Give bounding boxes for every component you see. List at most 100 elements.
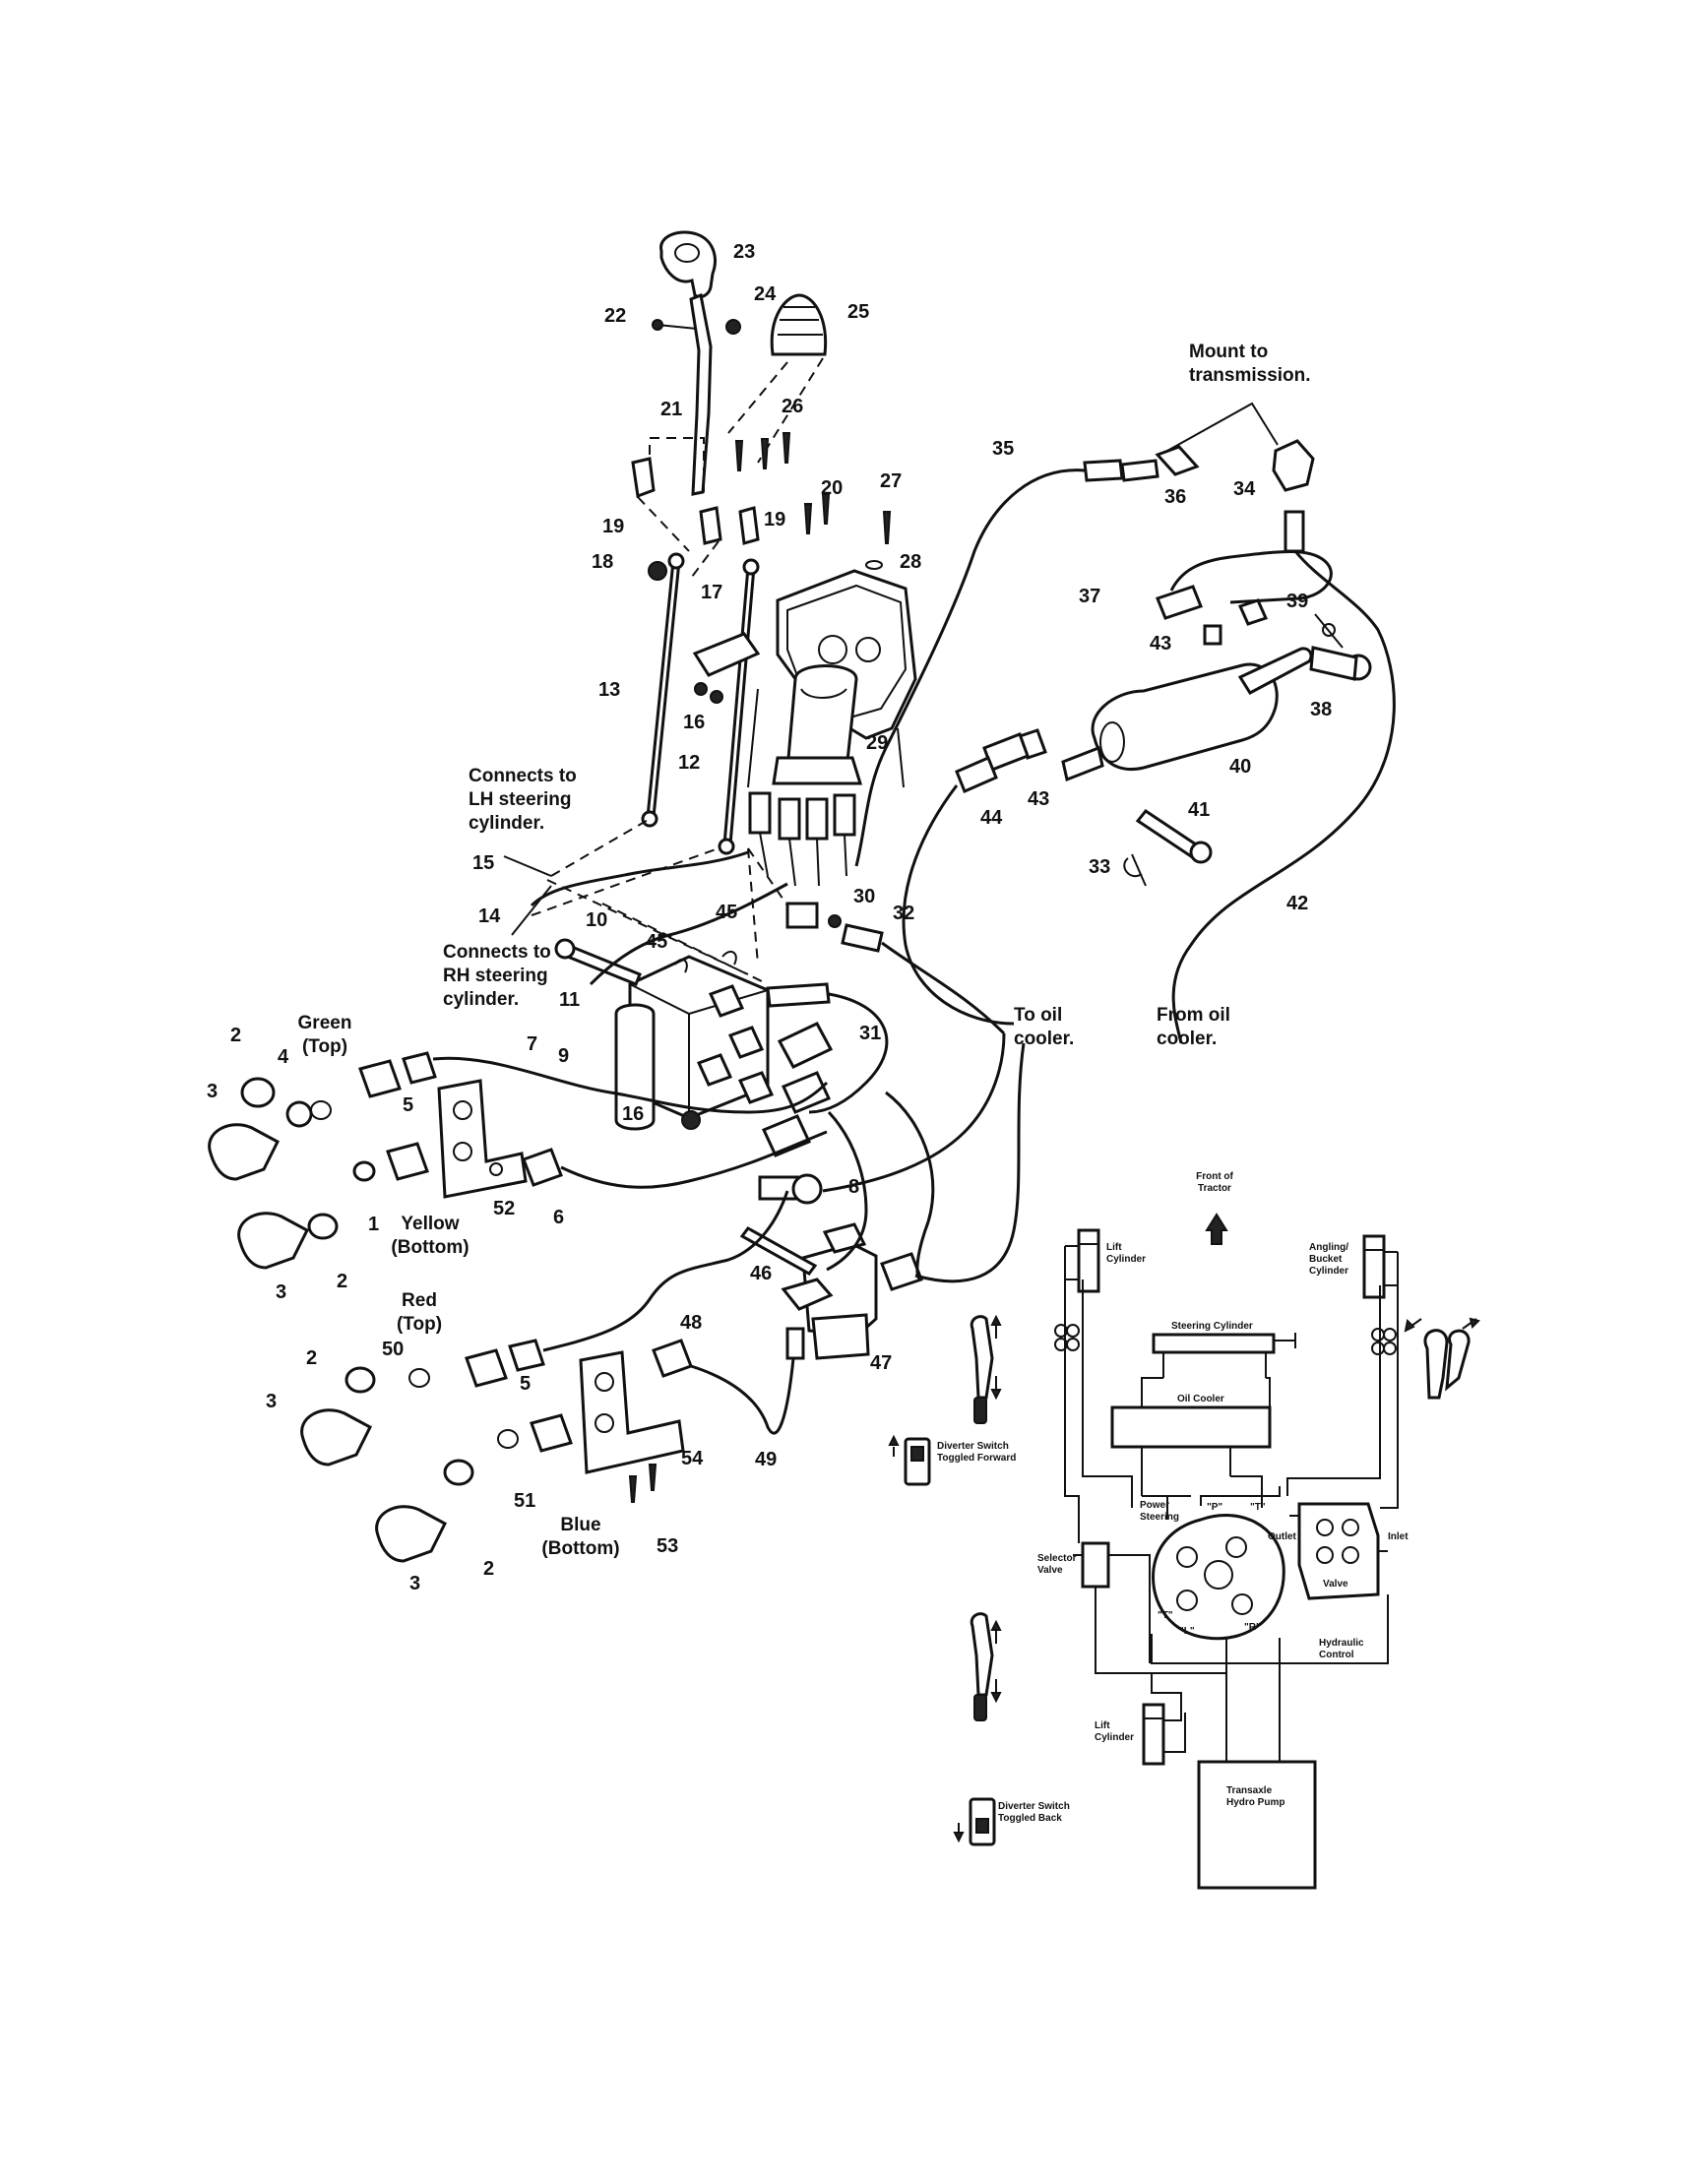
schem-selector-valve: Selector Valve xyxy=(1037,1553,1077,1576)
joystick-right xyxy=(1423,1329,1449,1400)
callout-49: 49 xyxy=(755,1449,778,1470)
callout-32: 32 xyxy=(893,903,915,924)
callout-1: 1 xyxy=(368,1214,380,1235)
schem-angling-bucket-cylinder: Angling/ Bucket Cylinder xyxy=(1309,1242,1349,1277)
callout-26: 26 xyxy=(782,396,804,417)
callout-47: 47 xyxy=(870,1352,893,1374)
hose-31 xyxy=(808,992,889,1114)
hose-7 xyxy=(432,1056,829,1114)
callout-19a: 19 xyxy=(602,516,625,537)
callout-46: 46 xyxy=(750,1263,773,1284)
pivot-19c xyxy=(738,506,760,545)
retainer-4 xyxy=(285,1100,313,1128)
coupler-3a xyxy=(208,1123,280,1181)
callout-25: 25 xyxy=(847,301,870,323)
callout-2d: 2 xyxy=(483,1558,495,1580)
callout-41: 41 xyxy=(1188,799,1211,821)
schem-steering-cylinder: Steering Cylinder xyxy=(1171,1321,1253,1332)
leader-lh xyxy=(503,855,552,877)
hose-42 xyxy=(1171,550,1396,1044)
angling-cylinder-box xyxy=(1362,1234,1386,1299)
screw-27 xyxy=(882,511,892,544)
note-red-top: Red (Top) xyxy=(396,1290,443,1335)
fitting-36 xyxy=(1155,445,1200,476)
schem-power-steering: Power Steering xyxy=(1140,1500,1180,1523)
cooler-lines-37 xyxy=(1169,550,1333,604)
callout-7: 7 xyxy=(527,1033,538,1055)
schem-port-t-low: "T" xyxy=(1158,1610,1173,1621)
schem-port-p: "P" xyxy=(1207,1502,1223,1513)
callout-42: 42 xyxy=(1286,893,1309,914)
callout-37: 37 xyxy=(1079,586,1101,607)
steering-cylinder-box xyxy=(1152,1333,1276,1354)
screws-53 xyxy=(628,1464,658,1503)
schem-inlet: Inlet xyxy=(1388,1531,1409,1542)
callout-51: 51 xyxy=(514,1490,536,1512)
callout-20: 20 xyxy=(821,477,844,499)
selector-valve-box xyxy=(1081,1541,1110,1589)
pivot-19b xyxy=(699,506,722,545)
note-blue-bottom: Blue (Bottom) xyxy=(541,1515,620,1559)
callout-54: 54 xyxy=(681,1448,704,1469)
lift-cylinder-top-box xyxy=(1077,1228,1100,1293)
callout-4: 4 xyxy=(278,1046,289,1068)
screws-26 xyxy=(734,432,791,471)
hose-44 xyxy=(902,784,1015,1026)
callout-9: 9 xyxy=(558,1045,570,1067)
elbow-34 xyxy=(1272,439,1315,492)
callout-45b: 45 xyxy=(646,931,668,953)
callout-8: 8 xyxy=(848,1176,860,1198)
leader-rh xyxy=(511,885,552,936)
callout-44: 44 xyxy=(980,807,1003,829)
callout-5a: 5 xyxy=(403,1094,414,1116)
callout-23: 23 xyxy=(733,241,756,263)
fitting-51 xyxy=(530,1413,573,1453)
callout-10: 10 xyxy=(586,909,608,931)
schem-front-of-tractor: Front of Tractor xyxy=(1196,1171,1233,1194)
callout-3d: 3 xyxy=(409,1573,421,1594)
callout-34: 34 xyxy=(1233,478,1256,500)
callout-18: 18 xyxy=(592,551,614,573)
callout-16b: 16 xyxy=(622,1103,645,1125)
callout-53: 53 xyxy=(657,1535,679,1557)
nut-16b xyxy=(681,1110,701,1130)
note-to-oil-cooler: To oil cooler. xyxy=(1014,1005,1075,1049)
callout-2a: 2 xyxy=(230,1025,242,1046)
pump-box xyxy=(1197,1760,1317,1890)
hose-8-line xyxy=(822,1032,1006,1193)
cap-1 xyxy=(352,1160,376,1182)
hose-6-line xyxy=(560,1130,828,1189)
boot-25 xyxy=(770,293,828,356)
callout-14: 14 xyxy=(478,905,501,927)
coupler-3c xyxy=(300,1408,372,1466)
callout-50: 50 xyxy=(382,1339,405,1360)
nut-24 xyxy=(725,319,741,335)
callout-2b: 2 xyxy=(337,1271,348,1292)
cap-2c xyxy=(344,1366,376,1394)
rod-13 xyxy=(646,559,681,819)
note-green-top: Green (Top) xyxy=(297,1013,352,1057)
callout-3a: 3 xyxy=(207,1081,219,1102)
callout-24: 24 xyxy=(754,283,777,305)
note-connects-lh: Connects to LH steering cylinder. xyxy=(469,766,577,834)
oil-cooler-box xyxy=(1110,1405,1272,1449)
callout-2c: 2 xyxy=(306,1347,318,1369)
callout-16a: 16 xyxy=(683,712,706,733)
schem-port-r: "R" xyxy=(1244,1622,1261,1633)
callout-21: 21 xyxy=(660,399,683,420)
callout-19b: 19 xyxy=(764,509,786,530)
schem-lift-cylinder-bottom: Lift Cylinder xyxy=(1095,1720,1135,1743)
callout-45a: 45 xyxy=(716,902,738,923)
tee-fitting-30 xyxy=(785,902,819,929)
cylinder-40 xyxy=(1091,662,1279,771)
callout-39: 39 xyxy=(1286,591,1309,612)
hose-main xyxy=(826,1091,935,1281)
callout-36: 36 xyxy=(1164,486,1187,508)
clip-45a xyxy=(674,958,688,973)
callout-15: 15 xyxy=(472,852,495,874)
callout-13: 13 xyxy=(598,679,621,701)
hose-48 xyxy=(542,1190,789,1352)
schem-transaxle-hydro-pump: Transaxle Hydro Pump xyxy=(1226,1785,1285,1808)
bracket-17 xyxy=(692,632,761,677)
callout-29: 29 xyxy=(866,732,889,754)
